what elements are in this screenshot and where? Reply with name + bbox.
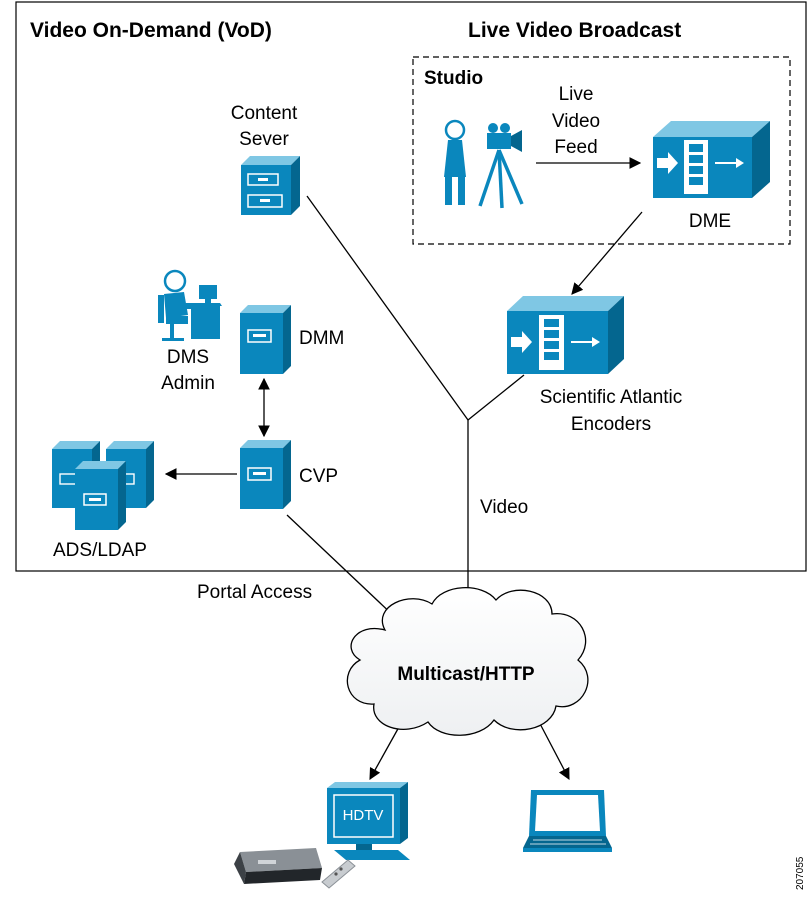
person-icon — [444, 119, 466, 205]
live-feed-label-3: Feed — [554, 137, 597, 158]
connectors — [164, 157, 643, 781]
dms-admin-label-2: Admin — [161, 373, 215, 394]
live-section-title: Live Video Broadcast — [468, 19, 681, 42]
dme-label: DME — [689, 211, 731, 232]
video-edge-label: Video — [480, 497, 528, 518]
media-encoder-icon — [507, 296, 624, 374]
media-encoder-icon — [653, 121, 770, 198]
content-server-label-2: Sever — [239, 129, 289, 150]
encoders-label-2: Encoders — [571, 414, 651, 435]
settop-box-icon — [234, 848, 356, 889]
content-server-label-1: Content — [231, 103, 298, 124]
cloud-icon — [346, 587, 589, 736]
live-feed-label-2: Video — [552, 111, 600, 132]
ads-ldap-label: ADS/LDAP — [53, 540, 147, 561]
studio-box — [412, 56, 791, 245]
portal-access-link — [286, 514, 398, 620]
laptop-icon — [523, 790, 612, 852]
content-server-link — [306, 195, 469, 421]
system-boundary — [15, 1, 807, 572]
admin-workstation-icon — [158, 269, 222, 341]
server-tower-icon — [240, 305, 291, 374]
dms-admin-label-1: DMS — [167, 347, 209, 368]
dmm-label: DMM — [299, 328, 344, 349]
encoders-link — [467, 374, 525, 421]
live-feed-label-1: Live — [559, 84, 594, 105]
server-cluster-icon — [52, 441, 154, 530]
dme-to-encoders-link — [571, 211, 643, 295]
figure-id: 207055 — [795, 856, 806, 890]
cloud-to-laptop-link — [536, 717, 570, 781]
tv-monitor-icon: HDTV — [327, 782, 410, 860]
cvp-label: CVP — [299, 466, 338, 487]
video-camera-icon — [478, 123, 524, 209]
encoders-label-1: Scientific Atlantic — [540, 387, 683, 408]
vod-section-title: Video On-Demand (VoD) — [30, 19, 272, 42]
studio-title: Studio — [424, 68, 483, 89]
cloud-label: Multicast/HTTP — [397, 664, 535, 685]
server-tower-icon — [240, 440, 291, 509]
portal-access-label: Portal Access — [197, 582, 312, 603]
hdtv-screen-label: HDTV — [343, 807, 384, 824]
file-cabinet-server-icon — [241, 156, 300, 215]
